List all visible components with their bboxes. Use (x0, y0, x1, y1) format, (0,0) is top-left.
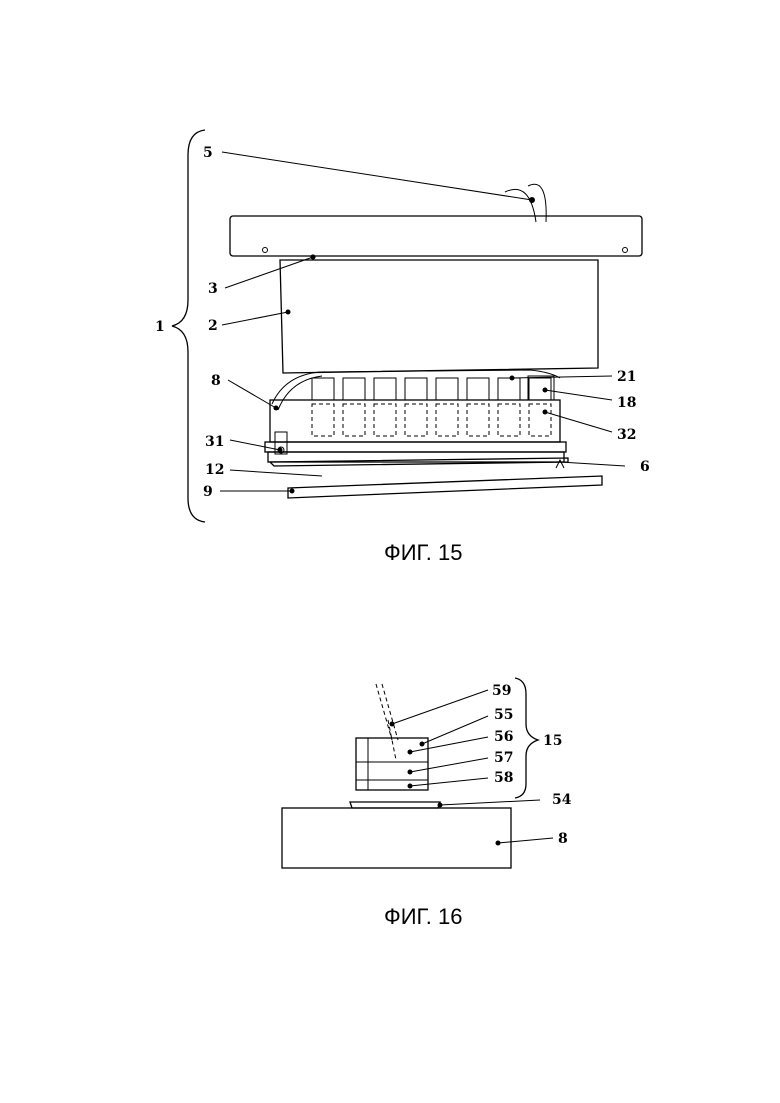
label-55: 55 (494, 707, 513, 723)
label-8: 8 (211, 373, 221, 389)
label-2: 2 (208, 318, 218, 334)
assembly-brace (172, 130, 205, 522)
cell-body (436, 404, 458, 436)
figure-16-caption: ФИГ. 16 (384, 904, 462, 929)
label-8-fig16: 8 (558, 831, 568, 847)
label-5: 5 (203, 145, 213, 161)
top-plate (230, 216, 642, 259)
cell-top (343, 378, 365, 400)
label-31: 31 (205, 434, 224, 450)
cell-body (374, 404, 396, 436)
bottom-strip (288, 476, 602, 498)
cell-top (436, 378, 458, 400)
figure-16: 59 55 56 57 58 15 54 8 ФИГ. 16 (282, 678, 572, 929)
label-58: 58 (494, 770, 513, 786)
figure-15: 5 3 2 1 8 31 12 9 21 18 32 6 ФИГ. 15 (155, 130, 650, 565)
cell-top (528, 376, 554, 400)
label-6: 6 (640, 459, 650, 475)
label-1: 1 (155, 319, 165, 335)
cell-body (312, 404, 334, 436)
label-57: 57 (494, 750, 513, 766)
cell-body (498, 404, 520, 436)
cell-body (343, 404, 365, 436)
interface-pad (350, 802, 440, 808)
label-54: 54 (552, 792, 572, 808)
label-21: 21 (617, 369, 636, 385)
cell-top (529, 378, 551, 400)
label-59: 59 (492, 683, 511, 699)
fig16-leader-lines (390, 690, 554, 846)
label-12: 12 (205, 462, 224, 478)
label-15: 15 (543, 733, 562, 749)
label-9: 9 (203, 484, 213, 500)
label-3: 3 (208, 281, 218, 297)
wire-bundle (376, 684, 398, 760)
label-56: 56 (494, 729, 513, 745)
label-18: 18 (617, 395, 636, 411)
label-32: 32 (617, 427, 636, 443)
cell-top (374, 378, 396, 400)
main-body (280, 260, 598, 373)
cell-top (467, 378, 489, 400)
figure-15-caption: ФИГ. 15 (384, 540, 462, 565)
module-brace (515, 678, 538, 798)
battery-cells (272, 370, 560, 436)
stacked-module (356, 738, 428, 790)
base-block (282, 808, 511, 868)
cell-top (498, 378, 520, 400)
cell-housing (265, 400, 566, 462)
cell-body (405, 404, 427, 436)
cell-body (529, 404, 551, 436)
cell-top (312, 378, 334, 400)
cell-top (405, 378, 427, 400)
cell-body (467, 404, 489, 436)
